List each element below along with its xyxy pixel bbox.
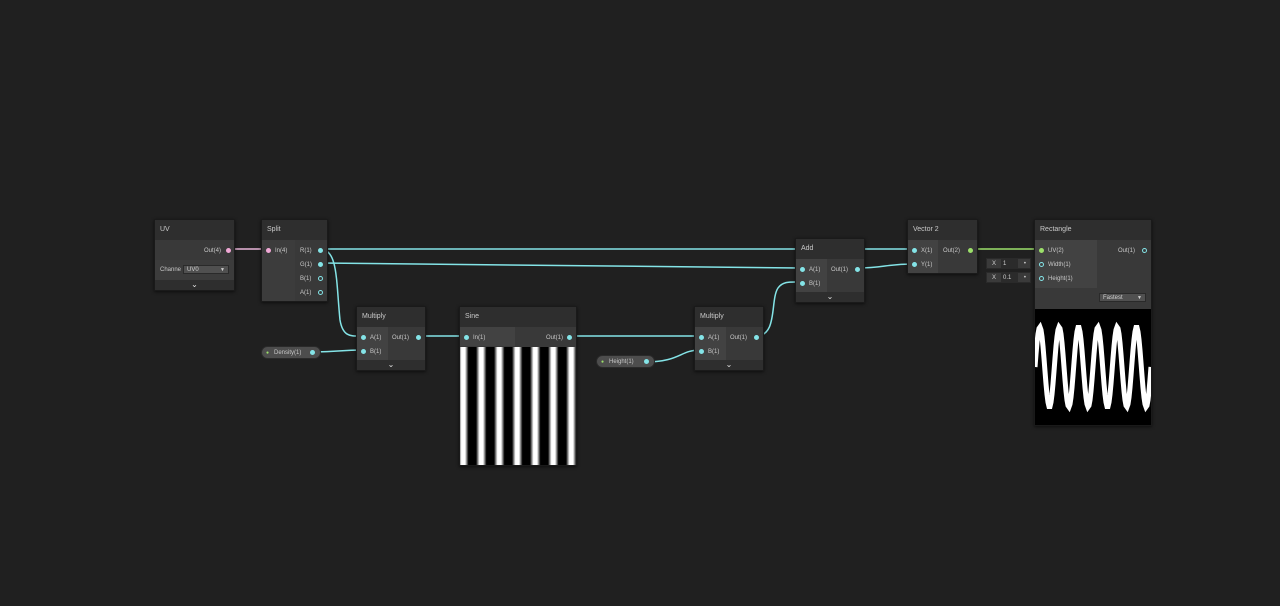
sine-out-label: Out(1) (545, 335, 563, 341)
vector2-out-label: Out(2) (943, 248, 961, 254)
uv-out-label: Out(4) (203, 248, 221, 254)
split-out-a-port[interactable] (318, 290, 323, 295)
wire-split-g-to-add-a (319, 262, 801, 269)
rectangle-quality-dropdown[interactable]: Fastest ▼ (1099, 293, 1146, 302)
vector2-node[interactable]: Vector 2 X(1) Y(1) Out(2) (907, 219, 978, 274)
uv-node-title: UV (155, 220, 234, 240)
rectangle-out-port[interactable] (1142, 248, 1147, 253)
height-out-port[interactable] (644, 359, 649, 364)
add-node[interactable]: Add A(1) B(1) Out(1) ⌄ (795, 238, 865, 303)
multiply-1-out-label: Out(1) (392, 335, 410, 341)
rectangle-preview-image (1032, 309, 1154, 425)
multiply-1-out-port[interactable] (416, 335, 421, 340)
sine-node[interactable]: Sine In(1) Out(1) (458, 306, 580, 466)
rectangle-width-field[interactable]: X 1 • (986, 258, 1031, 269)
uv-expand-button[interactable]: ⌄ (155, 280, 234, 290)
multiply-1-in-b-port[interactable] (361, 349, 366, 354)
uv-channel-value: UV0 (187, 267, 199, 273)
split-node[interactable]: Split In(4) R(1) G(1) B(1) A(1) (261, 219, 328, 302)
split-out-r-port[interactable] (318, 248, 323, 253)
add-in-b-label: B(1) (809, 281, 821, 287)
vector2-in-y-label: Y(1) (921, 262, 933, 268)
multiply-1-in-a-label: A(1) (370, 335, 382, 341)
wire-split-r-to-multiply-a (319, 248, 363, 337)
height-connector-icon: • (1023, 275, 1026, 281)
split-out-r-label: R(1) (300, 248, 312, 254)
rectangle-wave-graphic (1032, 309, 1154, 425)
sine-in-port[interactable] (464, 335, 469, 340)
split-in-port[interactable] (266, 248, 271, 253)
multiply-node-1[interactable]: Multiply A(1) B(1) Out(1) ⌄ (356, 306, 426, 371)
uv-node[interactable]: UV Out(4) Channe UV0 ▼ ⌄ (154, 219, 235, 291)
wire-add-to-vector2-y (856, 263, 914, 269)
split-out-b-port[interactable] (318, 276, 323, 281)
rectangle-in-height-port[interactable] (1039, 276, 1044, 281)
uv-channel-dropdown[interactable]: UV0 ▼ (183, 265, 229, 274)
vector2-in-x-port[interactable] (912, 248, 917, 253)
vector2-node-title: Vector 2 (908, 220, 977, 240)
add-out-port[interactable] (855, 267, 860, 272)
rectangle-in-width-port[interactable] (1039, 262, 1044, 267)
collapse-caret-icon: ● (601, 359, 605, 365)
sine-preview-image (458, 347, 580, 465)
multiply-2-in-b-port[interactable] (699, 349, 704, 354)
rectangle-node[interactable]: Rectangle UV(2) Width(1) Height(1) Out(1… (1032, 219, 1154, 426)
rectangle-in-width-label: Width(1) (1048, 262, 1071, 268)
height-value[interactable]: 0.1 (1001, 273, 1018, 282)
height-label: Height(1) (609, 359, 634, 365)
rectangle-height-field[interactable]: X 0.1 • (986, 272, 1031, 283)
sine-in-label: In(1) (473, 335, 486, 341)
add-in-a-label: A(1) (809, 267, 821, 273)
uv-out-port[interactable] (226, 248, 231, 253)
add-node-title: Add (796, 239, 864, 259)
rectangle-in-height-label: Height(1) (1048, 276, 1073, 282)
multiply-node-2[interactable]: Multiply A(1) B(1) Out(1) ⌄ (694, 306, 764, 371)
split-out-g-port[interactable] (318, 262, 323, 267)
rectangle-in-uv-label: UV(2) (1048, 248, 1064, 254)
sine-node-title: Sine (460, 307, 576, 327)
multiply-2-in-a-label: A(1) (708, 335, 720, 341)
vector2-in-y-port[interactable] (912, 262, 917, 267)
density-out-port[interactable] (310, 350, 315, 355)
dropdown-arrow-icon: ▼ (1137, 295, 1142, 301)
sine-out-port[interactable] (567, 335, 572, 340)
multiply-node-1-title: Multiply (357, 307, 425, 327)
split-node-title: Split (262, 220, 327, 240)
rectangle-out-label: Out(1) (1117, 248, 1135, 254)
multiply-1-in-b-label: B(1) (370, 349, 382, 355)
multiply-2-in-b-label: B(1) (708, 349, 720, 355)
add-in-b-port[interactable] (800, 281, 805, 286)
width-axis-label: X (992, 261, 997, 267)
add-out-label: Out(1) (831, 267, 849, 273)
split-out-g-label: G(1) (300, 262, 312, 268)
rectangle-quality-value: Fastest (1103, 295, 1123, 301)
uv-channel-label: Channe (160, 267, 182, 273)
vector2-in-x-label: X(1) (921, 248, 933, 254)
split-out-b-label: B(1) (300, 276, 312, 282)
rectangle-in-uv-port[interactable] (1039, 248, 1044, 253)
multiply-2-out-port[interactable] (754, 335, 759, 340)
density-label: Density(1) (274, 350, 302, 356)
multiply-2-expand-button[interactable]: ⌄ (695, 360, 763, 370)
add-expand-button[interactable]: ⌄ (796, 292, 864, 302)
multiply-1-in-a-port[interactable] (361, 335, 366, 340)
multiply-2-out-label: Out(1) (730, 335, 748, 341)
dropdown-arrow-icon: ▼ (220, 267, 225, 273)
width-connector-icon: • (1023, 261, 1026, 267)
width-value[interactable]: 1 (1001, 259, 1018, 268)
rectangle-node-title: Rectangle (1035, 220, 1151, 240)
multiply-node-2-title: Multiply (695, 307, 763, 327)
density-property[interactable]: ● Density(1) (261, 346, 321, 359)
height-axis-label: X (992, 275, 997, 281)
wire-multiply-to-add-b (755, 281, 802, 337)
split-out-a-label: A(1) (300, 290, 312, 296)
multiply-2-in-a-port[interactable] (699, 335, 704, 340)
collapse-caret-icon: ● (266, 350, 270, 356)
sine-stripes-graphic (458, 347, 580, 465)
vector2-out-port[interactable] (968, 248, 973, 253)
height-property[interactable]: ● Height(1) (596, 355, 655, 368)
split-in-label: In(4) (275, 248, 288, 254)
add-in-a-port[interactable] (800, 267, 805, 272)
multiply-1-expand-button[interactable]: ⌄ (357, 360, 425, 370)
